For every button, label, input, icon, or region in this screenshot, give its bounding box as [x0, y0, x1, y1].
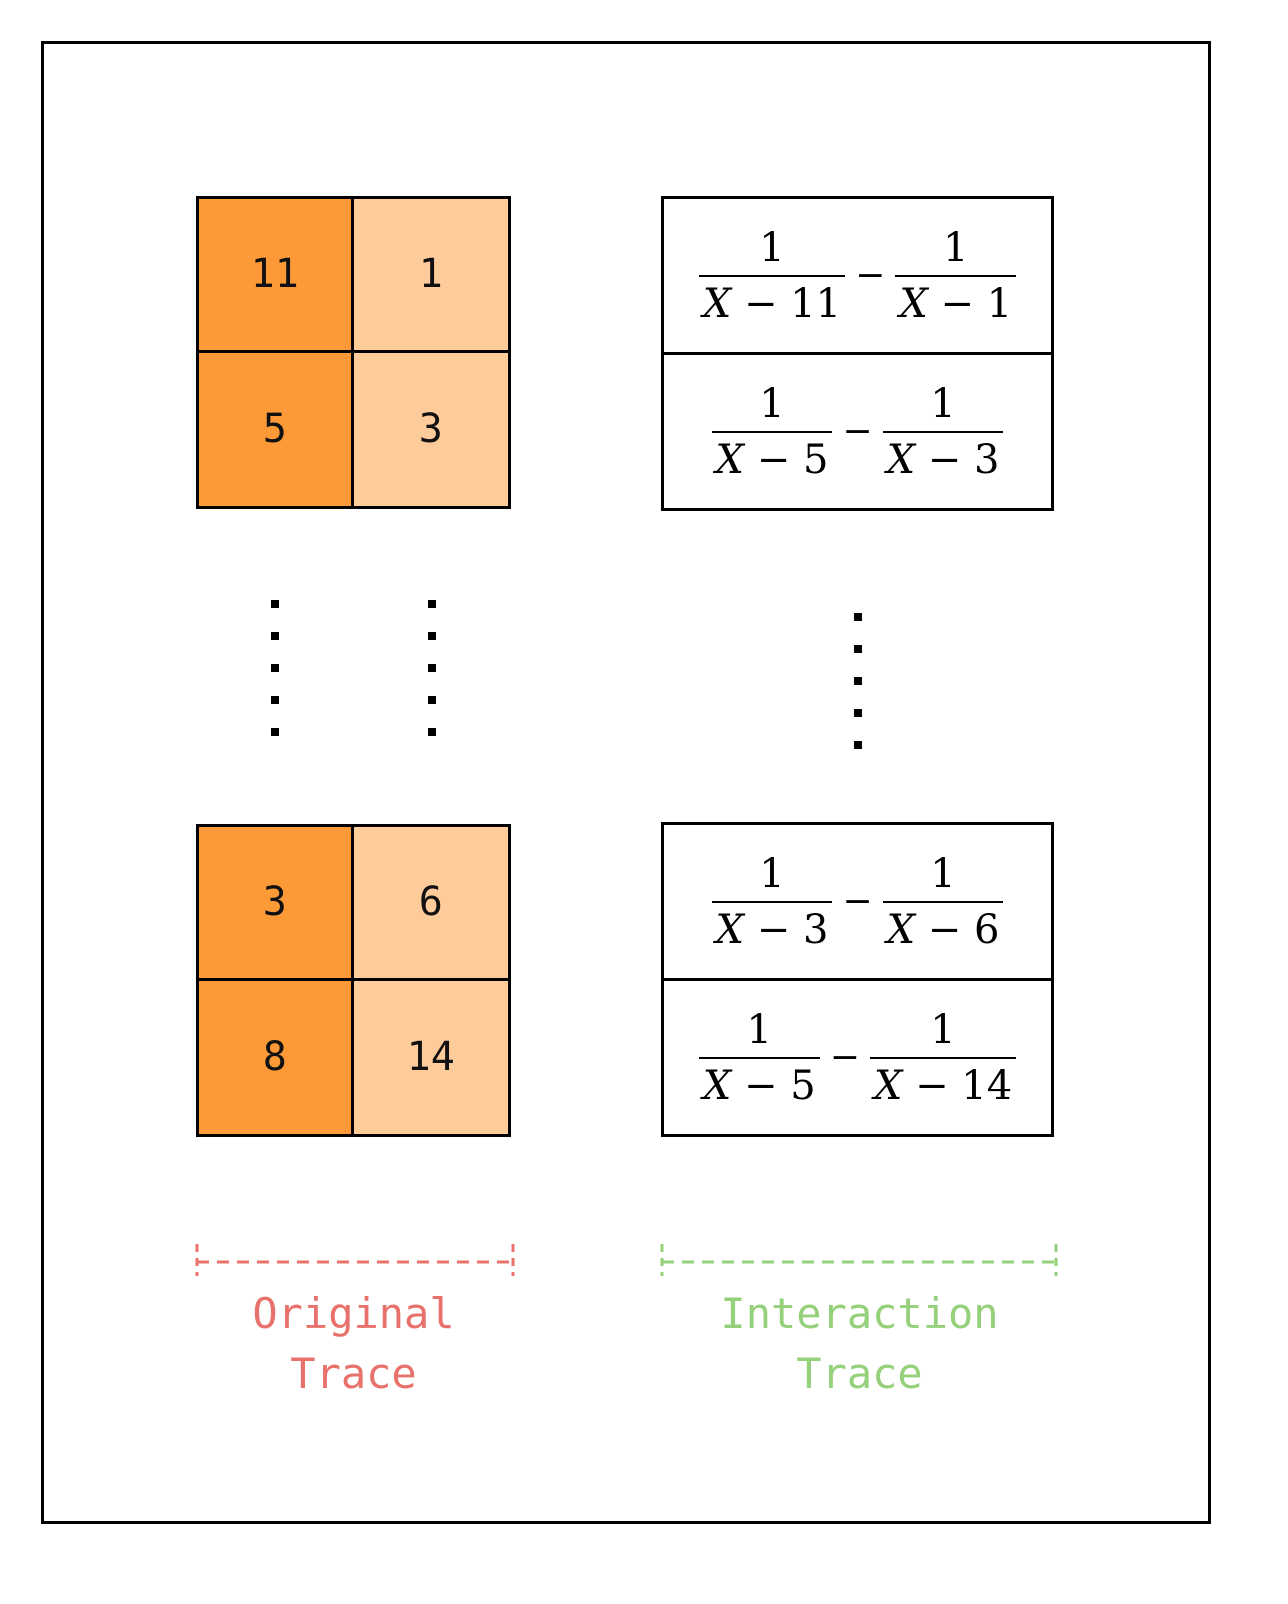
original-trace-label: Original Trace	[196, 1284, 511, 1404]
fraction-left: 1 X − 5	[711, 381, 833, 483]
original-trace-top-block: 11 1 5 3	[196, 196, 511, 509]
trace-cell: 3	[353, 352, 508, 506]
original-trace-bracket	[195, 1244, 515, 1276]
interaction-row: 1 X − 5 − 1 X − 3	[664, 355, 1051, 508]
trace-cell: 3	[199, 827, 354, 981]
interaction-row: 1 X − 3 − 1 X − 6	[664, 825, 1051, 981]
vertical-ellipsis-col0	[271, 600, 279, 736]
fraction-left: 1 X − 3	[711, 851, 833, 953]
original-trace-label-line2: Trace	[290, 1349, 417, 1398]
fraction-left: 1 X − 11	[698, 225, 846, 327]
fraction-right: 1 X − 3	[882, 381, 1004, 483]
trace-cell: 5	[199, 352, 354, 506]
original-trace-bottom-block: 3 6 8 14	[196, 824, 511, 1137]
vertical-ellipsis-col1	[428, 600, 436, 736]
fraction-right: 1 X − 14	[869, 1007, 1017, 1109]
interaction-trace-label-line1: Interaction	[720, 1289, 999, 1338]
minus-sign: −	[842, 411, 873, 452]
minus-sign: −	[855, 255, 886, 296]
interaction-trace-top-block: 1 X − 11 − 1 X − 1 1 X − 5 − 1 X − 3	[661, 196, 1054, 511]
vertical-ellipsis-interaction	[854, 613, 862, 749]
interaction-trace-label-line2: Trace	[796, 1349, 923, 1398]
minus-sign: −	[829, 1037, 860, 1078]
interaction-row: 1 X − 5 − 1 X − 14	[664, 981, 1051, 1134]
trace-cell: 6	[353, 827, 508, 981]
fraction-right: 1 X − 1	[895, 225, 1017, 327]
trace-cell: 14	[353, 980, 508, 1134]
original-trace-label-line1: Original	[252, 1289, 455, 1338]
interaction-trace-bottom-block: 1 X − 3 − 1 X − 6 1 X − 5 − 1 X − 14	[661, 822, 1054, 1137]
trace-cell: 8	[199, 980, 354, 1134]
interaction-row: 1 X − 11 − 1 X − 1	[664, 199, 1051, 355]
minus-sign: −	[842, 881, 873, 922]
trace-cell: 1	[353, 199, 508, 353]
trace-cell: 11	[199, 199, 354, 353]
interaction-trace-bracket	[660, 1244, 1058, 1276]
fraction-left: 1 X − 5	[698, 1007, 820, 1109]
fraction-right: 1 X − 6	[882, 851, 1004, 953]
interaction-trace-label: Interaction Trace	[661, 1284, 1058, 1404]
